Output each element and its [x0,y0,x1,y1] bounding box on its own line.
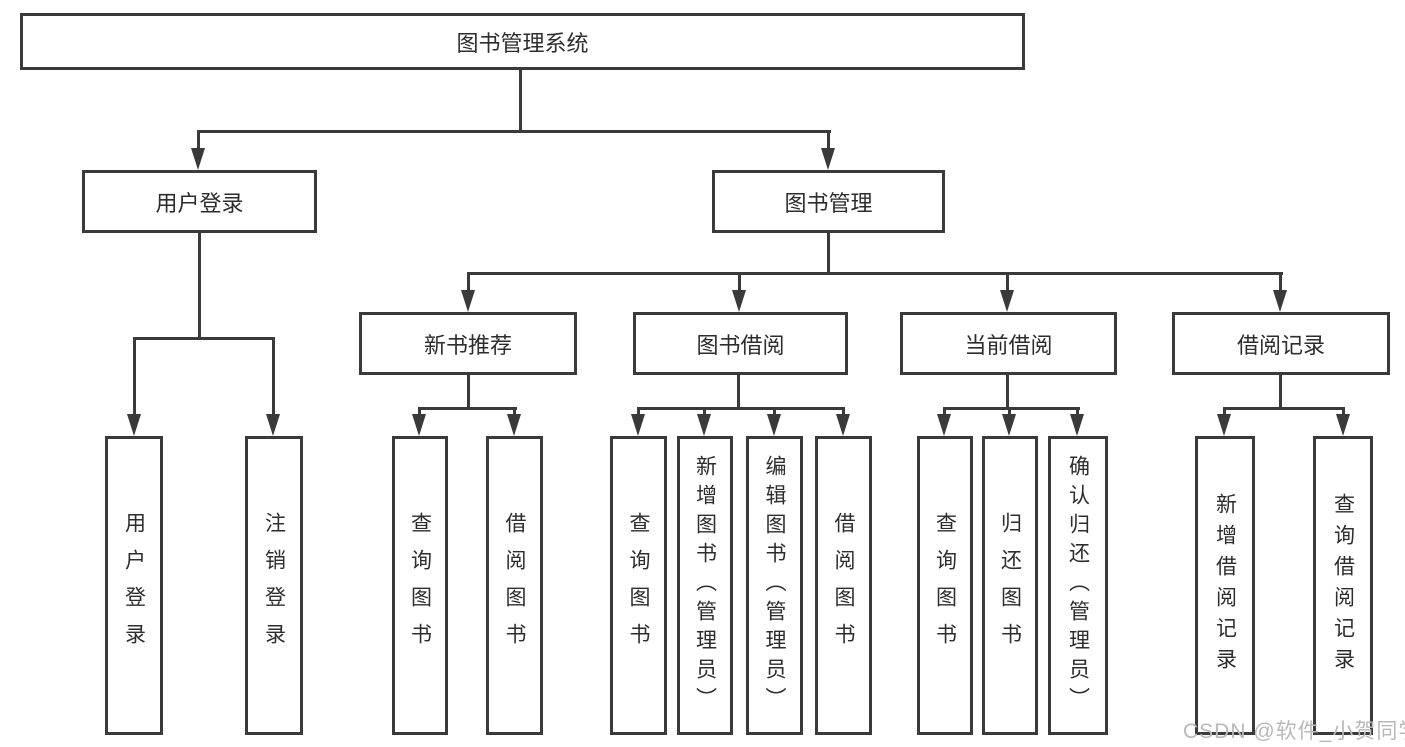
leaf-user-login: 用户登录 [105,436,163,735]
arrowhead-nb-borrow [507,414,521,436]
arrowhead-bb-query [631,414,645,436]
arrowhead-book-borrow [732,290,746,312]
connector-drop-borrow-record [1279,272,1282,290]
connector-drop-cb-confirm [1076,407,1079,414]
arrowhead-borrow-record [1273,290,1287,312]
leaf-bb-borrow-books-label: 借阅图书 [832,511,855,660]
node-new-book: 新书推荐 [359,312,577,375]
connector-book-mgmt-stub [827,233,830,275]
leaf-nb-query-books: 查询图书 [392,436,448,735]
leaf-bb-borrow-books: 借阅图书 [815,436,872,735]
node-root-label: 图书管理系统 [456,30,589,56]
connector-user-login-stub [198,233,201,340]
leaf-bb-add-books-admin-label: 新增图书（管理员） [693,455,717,716]
connector-drop-br-add [1223,407,1226,414]
node-borrow-record: 借阅记录 [1172,312,1390,375]
connector-drop-book-mgmt [827,130,830,148]
connector-current-borrow-split [943,407,1080,410]
node-root: 图书管理系统 [20,13,1025,70]
leaf-logout-label: 注销登录 [262,511,286,660]
connector-user-login-split [133,337,275,340]
connector-level3-split [467,272,1283,275]
leaf-cb-confirm-return-admin-label: 确认归还（管理员） [1066,455,1090,716]
connector-drop-book-borrow [738,272,741,290]
connector-drop-bb-add [703,407,706,414]
connector-drop-login-leaf [133,337,136,414]
leaf-cb-confirm-return-admin: 确认归还（管理员） [1048,436,1108,735]
csdn-watermark: CSDN @软件_小贺同学 [1183,720,1405,743]
connector-new-book-split [418,407,517,410]
arrowhead-cb-return [1002,414,1016,436]
leaf-bb-edit-books-admin: 编辑图书（管理员） [746,436,803,735]
connector-drop-user-login [197,130,200,148]
arrowhead-br-add [1217,414,1231,436]
leaf-cb-return-books: 归还图书 [982,436,1038,735]
connector-drop-nb-borrow [513,407,516,414]
arrowhead-user-login [191,148,205,170]
leaf-bb-query-books: 查询图书 [610,436,667,735]
leaf-bb-add-books-admin: 新增图书（管理员） [677,436,733,735]
arrowhead-logout-leaf [266,414,280,436]
arrowhead-current-borrow [1000,290,1014,312]
node-user-login: 用户登录 [82,170,317,233]
arrowhead-bb-add [697,414,711,436]
connector-drop-current-borrow [1006,272,1009,290]
arrowhead-br-query [1336,414,1350,436]
leaf-bb-edit-books-admin-label: 编辑图书（管理员） [763,455,786,716]
node-book-mgmt: 图书管理 [712,170,945,233]
connector-book-borrow-stub [737,375,740,410]
connector-drop-cb-query [943,407,946,414]
arrowhead-cb-query [937,414,951,436]
connector-book-borrow-split [637,407,845,410]
connector-root-stub [519,70,522,133]
leaf-cb-return-books-label: 归还图书 [998,511,1022,660]
node-book-mgmt-label: 图书管理 [784,190,873,216]
leaf-nb-borrow-books: 借阅图书 [486,436,543,735]
connector-level2-split [197,130,831,133]
leaf-br-query-record-label: 查询借阅记录 [1331,492,1355,679]
connector-borrow-record-split [1223,407,1345,410]
arrowhead-book-mgmt [821,148,835,170]
leaf-br-query-record: 查询借阅记录 [1313,436,1373,735]
leaf-cb-query-books-label: 查询图书 [933,511,957,660]
node-new-book-label: 新书推荐 [423,332,512,358]
connector-drop-bb-edit [773,407,776,414]
connector-new-book-stub [467,375,470,410]
leaf-logout: 注销登录 [245,436,303,735]
leaf-br-add-record: 新增借阅记录 [1195,436,1255,735]
leaf-nb-borrow-books-label: 借阅图书 [503,511,526,660]
leaf-user-login-label: 用户登录 [122,511,146,660]
connector-drop-new-book [467,272,470,290]
connector-drop-bb-query [637,407,640,414]
connector-borrow-record-stub [1279,375,1282,410]
node-borrow-record-label: 借阅记录 [1236,332,1325,358]
arrowhead-nb-query [412,414,426,436]
arrowhead-bb-edit [767,414,781,436]
node-current-borrow: 当前借阅 [900,312,1117,375]
connector-drop-br-query [1342,407,1345,414]
leaf-cb-query-books: 查询图书 [917,436,973,735]
connector-drop-cb-return [1008,407,1011,414]
arrowhead-login-leaf [127,414,141,436]
leaf-nb-query-books-label: 查询图书 [408,511,432,660]
connector-drop-nb-query [418,407,421,414]
leaf-bb-query-books-label: 查询图书 [627,511,650,660]
node-user-login-label: 用户登录 [155,190,244,216]
connector-current-borrow-stub [1006,375,1009,410]
connector-drop-bb-borrow [842,407,845,414]
node-book-borrow: 图书借阅 [633,312,848,375]
arrowhead-new-book [461,290,475,312]
arrowhead-bb-borrow [836,414,850,436]
connector-drop-logout-leaf [272,337,275,414]
node-book-borrow-label: 图书借阅 [696,332,785,358]
node-current-borrow-label: 当前借阅 [964,332,1053,358]
leaf-br-add-record-label: 新增借阅记录 [1213,492,1237,679]
arrowhead-cb-confirm [1070,414,1084,436]
